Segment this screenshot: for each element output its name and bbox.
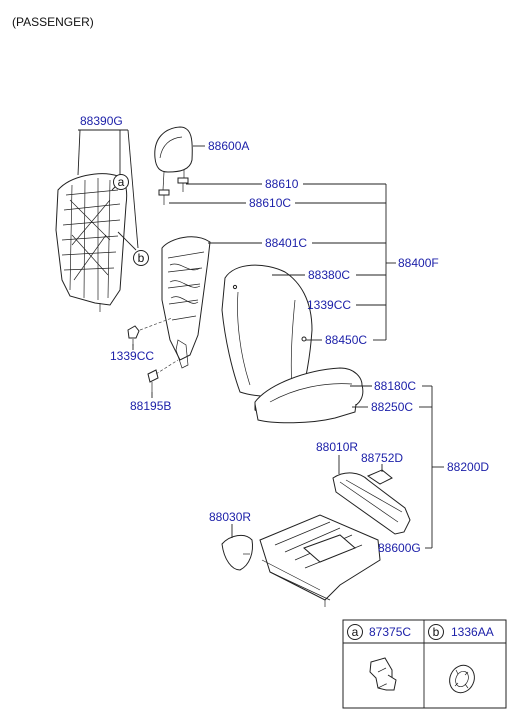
side-cover-drawing — [332, 469, 411, 535]
fastener-drawings — [127, 325, 179, 392]
svg-text:a: a — [118, 175, 125, 189]
label-88752D: 88752D — [361, 451, 403, 465]
callout-a: a — [113, 174, 129, 190]
label-88180C: 88180C — [374, 379, 416, 393]
label-88200D: 88200D — [447, 460, 489, 474]
label-88010R: 88010R — [316, 440, 358, 454]
leader-lines — [77, 129, 444, 549]
callout-b: b — [133, 250, 149, 266]
label-88610: 88610 — [265, 177, 299, 191]
seat-back-frame-drawing — [139, 236, 211, 369]
label-1339CC-right: 1339CC — [307, 298, 351, 312]
label-88600G: 88600G — [378, 541, 421, 555]
label-88400F: 88400F — [398, 256, 439, 270]
svg-text:b: b — [433, 625, 440, 639]
label-88030R: 88030R — [209, 510, 251, 524]
label-88250C: 88250C — [371, 400, 413, 414]
label-88390G: 88390G — [80, 114, 123, 128]
label-88195B: 88195B — [130, 399, 171, 413]
legend-a-callout: a — [347, 624, 363, 640]
label-88380C: 88380C — [308, 268, 350, 282]
label-88401C: 88401C — [265, 236, 307, 250]
label-1339CC-left: 1339CC — [110, 349, 154, 363]
legend-b-callout: b — [428, 624, 444, 640]
seat-cushion-drawing — [254, 367, 364, 424]
legend-b-part: 1336AA — [451, 625, 494, 639]
svg-text:a: a — [352, 625, 359, 639]
headrest-drawing — [154, 126, 193, 205]
legend-table: a 87375C b 1336AA — [342, 619, 507, 709]
seat-track-drawing — [259, 514, 381, 607]
label-88610C: 88610C — [249, 196, 291, 210]
legend-a-part: 87375C — [369, 625, 411, 639]
label-88600A: 88600A — [208, 139, 249, 153]
label-88450C: 88450C — [325, 333, 367, 347]
clip-87375C-drawing — [369, 657, 397, 691]
seat-back-panel-drawing — [55, 173, 128, 312]
side-trim-drawing — [221, 534, 253, 571]
svg-text:b: b — [138, 251, 145, 265]
grommet-1336AA-drawing — [449, 664, 475, 694]
diagram-title: (PASSENGER) — [12, 15, 94, 29]
